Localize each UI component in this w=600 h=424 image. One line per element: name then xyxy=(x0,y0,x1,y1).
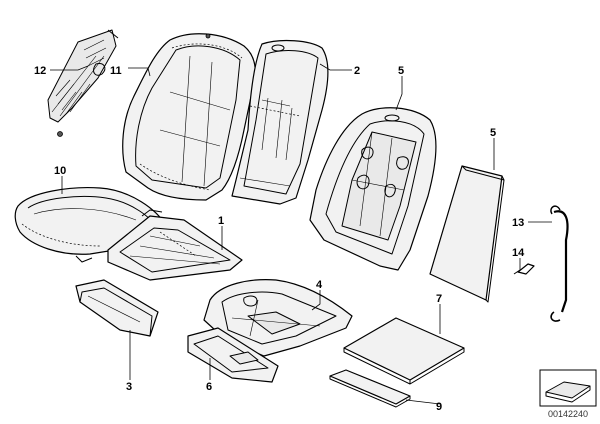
leader-lines xyxy=(50,63,552,405)
callout-12: 12 xyxy=(34,65,46,77)
part-1-seat-frame xyxy=(107,209,243,281)
callout-10: 10 xyxy=(54,165,66,177)
callout-2: 2 xyxy=(354,65,360,77)
part-9-flat-strip xyxy=(329,369,411,408)
callout-1: 1 xyxy=(218,215,224,227)
part-2-backrest-panel xyxy=(231,39,329,205)
hook-icon xyxy=(205,33,211,39)
callouts: 12 11 2 5 5 10 1 4 7 3 6 9 13 14 xyxy=(34,65,525,413)
callout-5-panel: 5 xyxy=(490,127,496,139)
part-14-clip xyxy=(513,263,535,275)
part-3-front-panel xyxy=(75,279,159,337)
part-6-base-part xyxy=(187,327,279,383)
callout-3: 3 xyxy=(126,381,132,393)
part-7-flat-pad xyxy=(343,317,465,385)
callout-6: 6 xyxy=(206,381,212,393)
callout-9: 9 xyxy=(436,401,442,413)
clip-icon xyxy=(57,131,63,137)
callout-14: 14 xyxy=(512,247,525,259)
reference-number: 00142240 xyxy=(548,409,588,419)
callout-11: 11 xyxy=(110,65,122,77)
reference-box: 00142240 xyxy=(539,369,597,419)
callout-5-frame: 5 xyxy=(398,65,404,77)
callout-4: 4 xyxy=(316,279,323,291)
part-13-rod xyxy=(550,205,569,322)
part-11-backrest-cover xyxy=(122,33,256,201)
part-5-backrest-frame xyxy=(309,107,437,271)
part-4-seat-pan xyxy=(203,279,353,357)
callout-7: 7 xyxy=(436,293,442,305)
callout-13: 13 xyxy=(512,217,524,229)
part-5-foam-panel xyxy=(429,165,505,303)
part-12-mesh-insert xyxy=(47,29,119,137)
